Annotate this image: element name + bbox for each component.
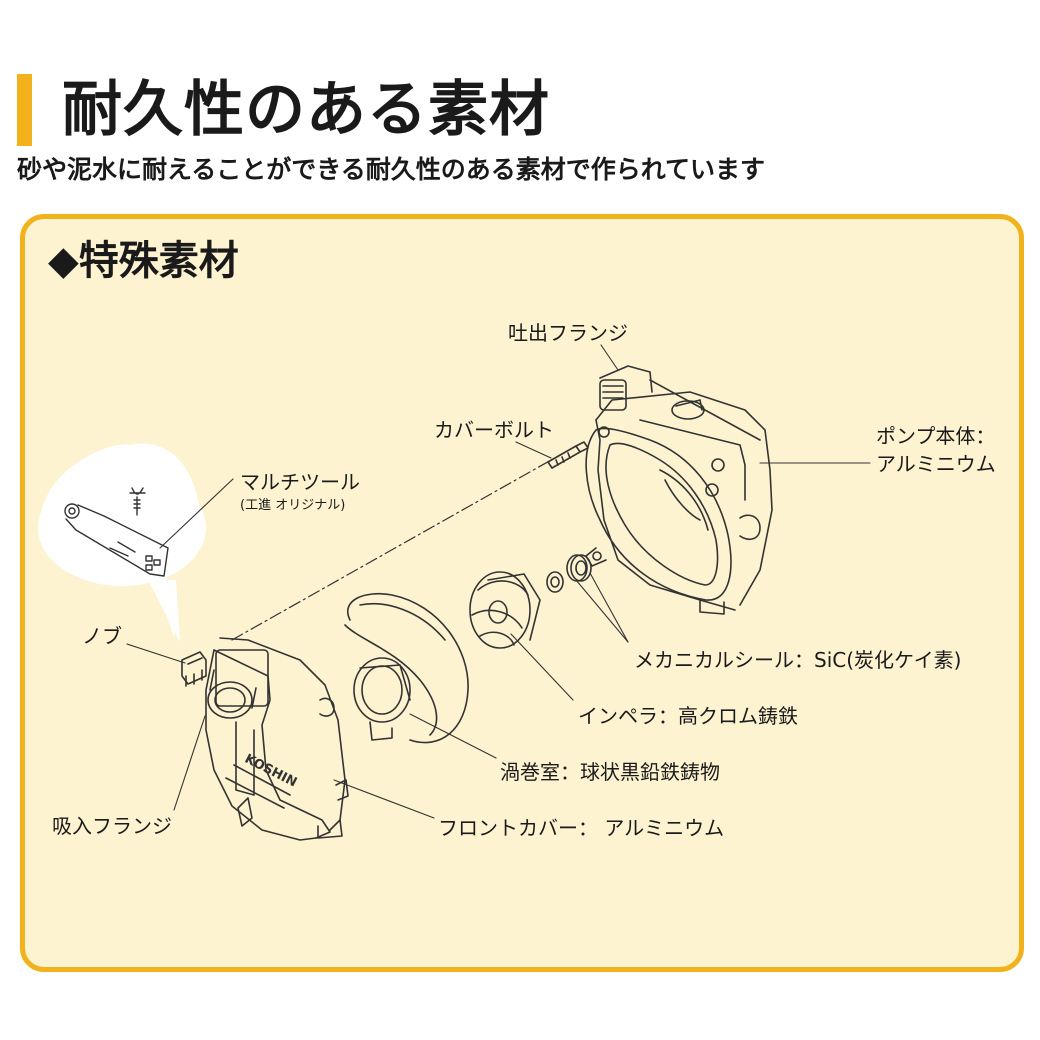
multi-tool-icon [64, 487, 169, 577]
multi-tool-callout [38, 443, 206, 642]
impeller-drawing [469, 571, 541, 649]
leader-lines [126, 344, 871, 819]
cover-bolt-drawing [547, 441, 589, 469]
label-volute: 渦巻室：球状黒鉛鉄鋳物 [500, 760, 720, 784]
pump-body-drawing [585, 365, 773, 615]
title-accent-bar [17, 74, 32, 146]
page-subtitle: 砂や泥水に耐えることができる耐久性のある素材で作られています [17, 155, 766, 184]
volute-drawing [344, 593, 469, 744]
label-cover-bolt: カバーボルト [434, 418, 554, 442]
assembly-axis-line [231, 454, 561, 641]
label-front-cover: フロントカバー： アルミニウム [438, 816, 725, 840]
label-mechanical-seal: メカニカルシール：SiC(炭化ケイ素) [634, 648, 962, 672]
front-cover-drawing [205, 637, 349, 841]
label-impeller: インペラ：高クロム鋳鉄 [578, 704, 798, 728]
panel-heading: ◆特殊素材 [48, 238, 239, 284]
label-knob: ノブ [82, 624, 122, 648]
page-title: 耐久性のある素材 [62, 75, 550, 145]
label-pump-body-line1: ポンプ本体： [876, 424, 996, 448]
materials-panel [20, 214, 1024, 972]
label-multi-tool-note: (工進 オリジナル) [240, 498, 346, 513]
label-multi-tool: マルチツール [240, 470, 360, 494]
knob-drawing [181, 651, 207, 687]
label-pump-body-line2: アルミニウム [876, 452, 996, 476]
label-suction-flange: 吸入フランジ [52, 814, 172, 838]
mechanical-seal-drawing [546, 554, 592, 593]
label-discharge-flange: 吐出フランジ [508, 321, 628, 345]
